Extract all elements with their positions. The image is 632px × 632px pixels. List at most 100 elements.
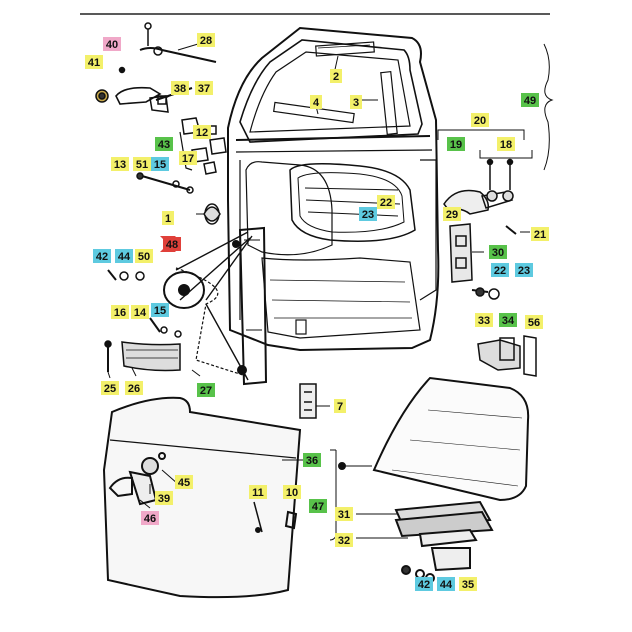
callout-17: 17: [179, 151, 197, 165]
callout-50: 50: [135, 249, 153, 263]
callout-18: 18: [497, 137, 515, 151]
callout-highlight: [197, 383, 215, 397]
callout-highlight: [151, 303, 169, 317]
callout-highlight: [111, 305, 129, 319]
callout-37: 37: [195, 81, 213, 95]
callout-number: 31: [338, 509, 350, 521]
callout-highlight: [155, 491, 173, 505]
callout-highlight: [499, 313, 517, 327]
callout-51: 51: [133, 157, 151, 171]
callout-39: 39: [155, 491, 173, 505]
callout-number: 46: [144, 513, 156, 525]
callout-56: 56: [525, 315, 543, 329]
callout-highlight: [521, 93, 539, 107]
callout-number: 15: [154, 159, 166, 171]
callout-highlight: [335, 533, 353, 547]
callout-number: 3: [353, 97, 359, 109]
callout-number: 27: [200, 385, 212, 397]
callout-number: 2: [333, 71, 339, 83]
callout-number: 11: [252, 487, 264, 499]
callout-20: 20: [471, 113, 489, 127]
quarter-glass-drawing: [338, 376, 530, 583]
callout-number: 18: [500, 139, 512, 151]
callout-number: 17: [182, 153, 194, 165]
callout-number: 37: [198, 83, 210, 95]
callout-highlight: [350, 95, 362, 109]
callout-highlight: [515, 263, 533, 277]
small-parts-top-left: [95, 22, 227, 225]
callout-number: 51: [136, 159, 148, 171]
callout-43: 43: [155, 137, 173, 151]
callout-highlight: [335, 507, 353, 521]
callout-highlight: [195, 81, 213, 95]
callout-7: 7: [334, 399, 346, 413]
callout-highlight: [330, 69, 342, 83]
callout-highlight: [491, 263, 509, 277]
callout-33: 33: [475, 313, 493, 327]
callout-number: 42: [96, 251, 108, 263]
callout-19: 19: [447, 137, 465, 151]
callout-number: 34: [502, 315, 515, 327]
callout-32: 32: [335, 533, 353, 547]
callout-number: 36: [306, 455, 318, 467]
callout-number: 44: [118, 251, 131, 263]
callout-highlight: [141, 511, 159, 525]
callout-number: 19: [450, 139, 462, 151]
callout-highlight: [101, 381, 119, 395]
callout-number: 7: [337, 401, 343, 413]
callout-number: 42: [418, 579, 430, 591]
callout-21: 21: [531, 227, 549, 241]
callout-highlight: [309, 499, 327, 513]
callout-42a: 42: [93, 249, 111, 263]
callout-highlight: [443, 207, 461, 221]
callout-26: 26: [125, 381, 143, 395]
callout-35: 35: [459, 577, 477, 591]
callout-number: 47: [312, 501, 324, 513]
callout-highlight: [111, 157, 129, 171]
callout-46: 46: [141, 511, 159, 525]
callout-highlight: [489, 245, 507, 259]
callout-number: 45: [178, 477, 190, 489]
callout-41: 41: [85, 55, 103, 69]
callout-highlight: [162, 211, 174, 225]
callout-14: 14: [131, 305, 149, 319]
callout-highlight: [125, 381, 143, 395]
door-shell-drawing: [227, 26, 440, 352]
callout-15b: 15: [151, 303, 169, 317]
callout-highlight: [249, 485, 267, 499]
callout-number: 20: [474, 115, 486, 127]
callout-22b: 22: [491, 263, 509, 277]
callout-highlight: [459, 577, 477, 591]
callout-highlight: [447, 137, 465, 151]
callout-number: 48: [166, 239, 178, 251]
callout-16: 16: [111, 305, 129, 319]
callout-4: 4: [310, 95, 322, 109]
callout-highlight: [310, 95, 322, 109]
callout-highlight: [163, 237, 181, 251]
callout-number: 1: [165, 213, 171, 225]
callout-number: 16: [114, 307, 126, 319]
callout-number: 22: [494, 265, 506, 277]
callout-highlight: [283, 485, 301, 499]
callout-number: 32: [338, 535, 350, 547]
callout-highlight: [175, 475, 193, 489]
callout-number: 28: [200, 35, 212, 47]
callout-12: 12: [193, 125, 211, 139]
plate-7-drawing: [299, 383, 317, 419]
callout-28: 28: [197, 33, 215, 47]
callout-number: 35: [462, 579, 474, 591]
callout-number: 43: [158, 139, 170, 151]
callout-highlight: [103, 37, 121, 51]
callout-highlight: [93, 249, 111, 263]
callout-15a: 15: [151, 157, 169, 171]
brackets-and-leaders: [107, 43, 554, 541]
callout-number: 12: [196, 127, 208, 139]
callout-highlight: [359, 207, 377, 221]
right-side-parts: [443, 158, 537, 377]
callout-number: 49: [524, 95, 536, 107]
callout-23a: 23: [359, 207, 377, 221]
callout-number: 14: [134, 307, 147, 319]
callout-3: 3: [350, 95, 362, 109]
callout-number: 40: [106, 39, 118, 51]
